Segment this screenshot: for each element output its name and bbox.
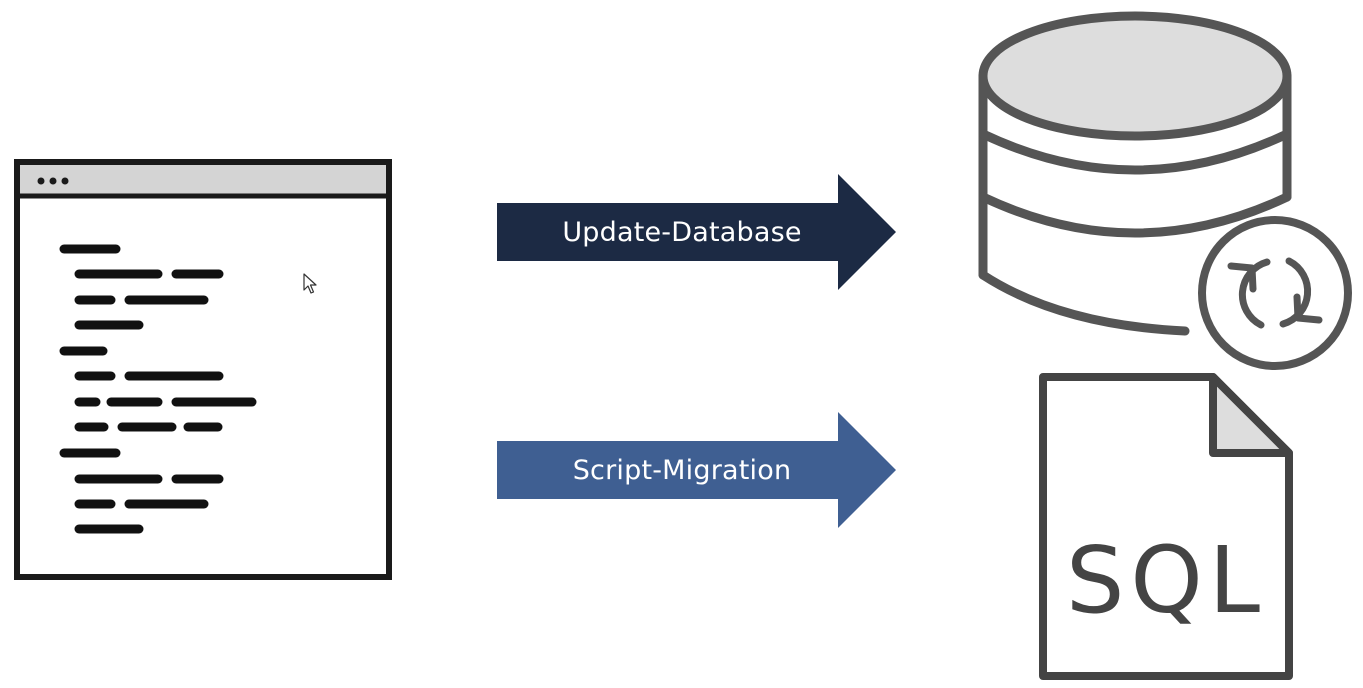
mouse-cursor-icon xyxy=(303,273,317,294)
database-icon xyxy=(978,11,1292,336)
update-database-label: Update-Database xyxy=(562,216,802,248)
refresh-icon xyxy=(1198,216,1352,370)
code-window-icon xyxy=(14,159,392,580)
update-database-arrow xyxy=(497,174,896,290)
script-migration-arrow xyxy=(497,412,896,528)
script-migration-label: Script-Migration xyxy=(572,454,792,486)
sql-file-label: SQL xyxy=(1066,527,1266,634)
code-lines xyxy=(59,244,257,534)
sql-file-icon: SQL xyxy=(1039,373,1293,680)
